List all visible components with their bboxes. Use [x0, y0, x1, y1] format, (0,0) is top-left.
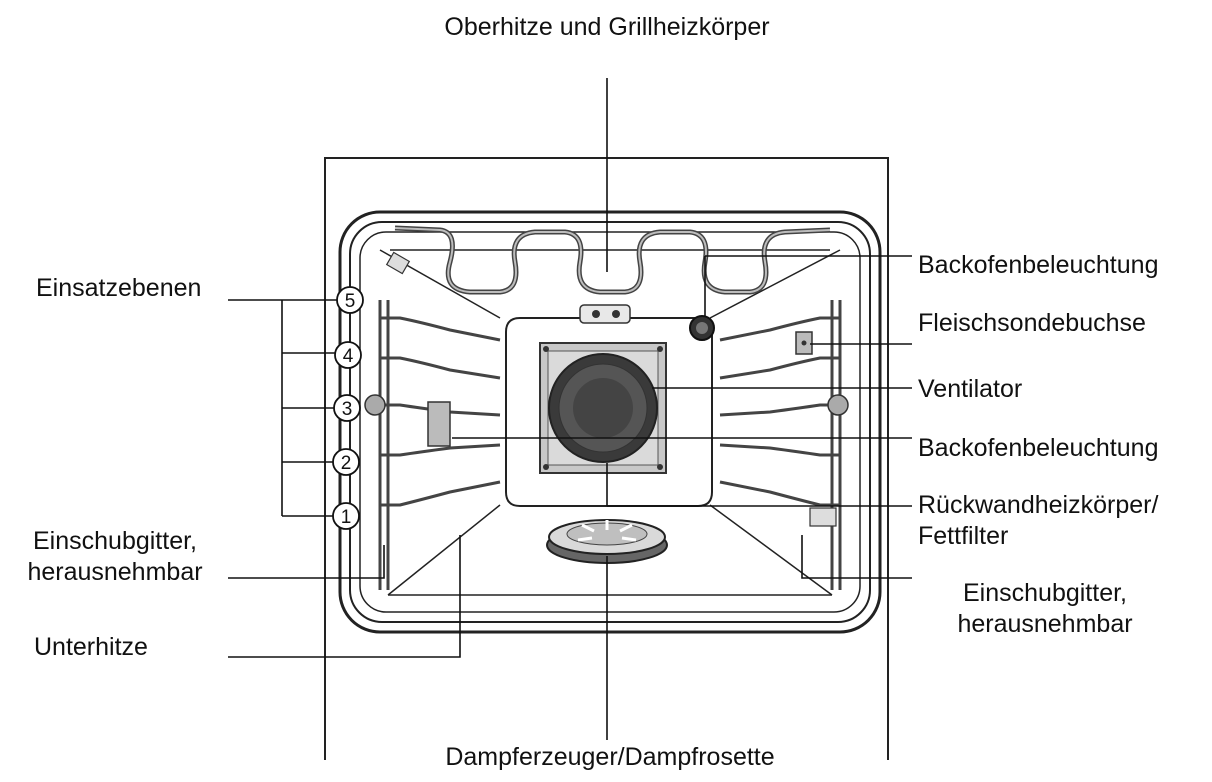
- label-shelf-right-line2: herausnehmbar: [957, 609, 1133, 638]
- oven-cavity-outer: [338, 210, 882, 634]
- level-marker-1: 1: [332, 502, 360, 530]
- label-shelf-left: Einschubgitter, herausnehmbar: [0, 526, 230, 587]
- level-number-1: 1: [341, 507, 352, 528]
- label-rear-heater-line1: Rückwandheizkörper/: [918, 491, 1159, 519]
- label-rear-heater: Rückwandheizkörper/ Fettfilter: [918, 490, 1158, 551]
- level-number-4: 4: [343, 346, 354, 367]
- label-levels: Einsatzebenen: [36, 274, 202, 302]
- leader-lines: [228, 78, 912, 740]
- label-shelf-right-line1: Einschubgitter,: [963, 579, 1127, 607]
- label-fan: Ventilator: [918, 375, 1023, 403]
- level-marker-5: 5: [336, 286, 364, 314]
- label-shelf-left-line1: Einschubgitter,: [33, 527, 197, 555]
- label-shelf-right: Einschubgitter, herausnehmbar: [925, 578, 1165, 639]
- level-number-5: 5: [345, 291, 356, 312]
- label-meat-probe: Fleischsondebuchse: [918, 309, 1146, 337]
- label-light-back: Backofenbeleuchtung: [918, 434, 1159, 462]
- label-top-heater: Oberhitze und Grillheizkörper: [444, 13, 770, 41]
- label-shelf-left-line2: herausnehmbar: [27, 557, 203, 586]
- label-rear-heater-line2: Fettfilter: [918, 521, 1009, 550]
- level-marker-4: 4: [334, 341, 362, 369]
- shelf-guide-right: [719, 300, 842, 590]
- level-marker-3: 3: [333, 394, 361, 422]
- label-light-top: Backofenbeleuchtung: [918, 251, 1159, 279]
- level-marker-2: 2: [332, 448, 360, 476]
- label-steam: Dampferzeuger/Dampfrosette: [445, 743, 775, 771]
- label-bottom-heater: Unterhitze: [34, 633, 148, 661]
- level-markers: 5 4 3 2 1: [332, 286, 364, 530]
- level-number-2: 2: [341, 453, 352, 474]
- back-light-fixture: [427, 401, 451, 447]
- level-number-3: 3: [342, 399, 353, 420]
